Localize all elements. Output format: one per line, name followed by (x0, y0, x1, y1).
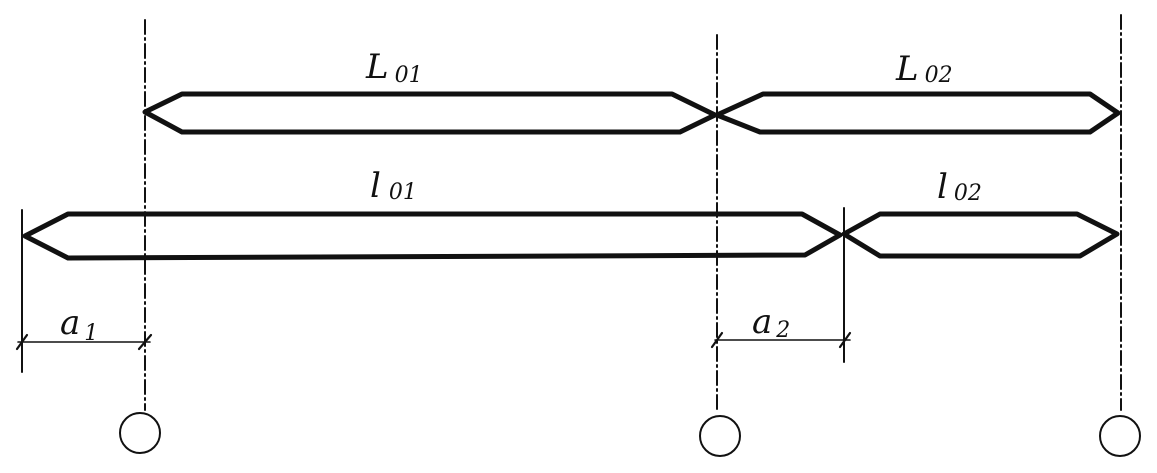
dimension-a1 (15, 333, 153, 351)
span-bar-L02 (714, 91, 1121, 135)
support-circle-2 (699, 415, 741, 457)
support-circle-3 (1099, 415, 1141, 457)
dimension-a2 (710, 331, 852, 349)
span-bar-l02 (841, 211, 1120, 259)
support-circle-1 (119, 412, 161, 454)
span-bar-L01 (142, 91, 718, 135)
span-bar-l01 (22, 211, 843, 261)
